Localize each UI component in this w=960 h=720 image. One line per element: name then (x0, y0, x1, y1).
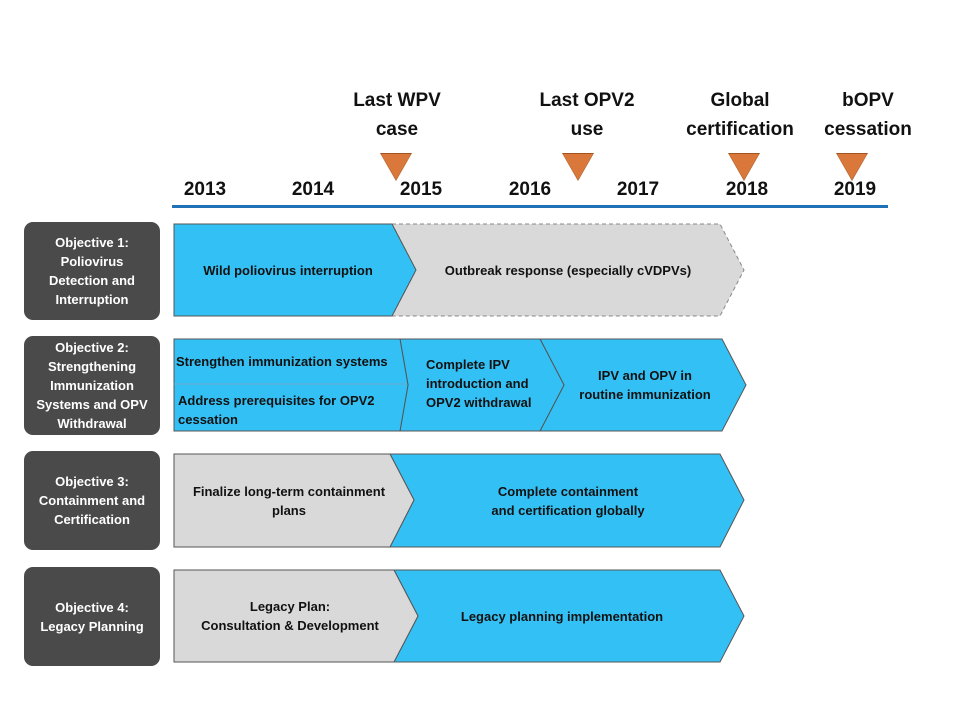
timeline-axis (172, 205, 888, 208)
obj1-outbreak-bar (391, 223, 745, 317)
year-label: 2019 (833, 179, 877, 200)
year-label: 2013 (183, 179, 227, 200)
objective-3-box: Objective 3: Containment and Certificati… (24, 451, 160, 550)
obj4-legacy-bar (173, 569, 419, 663)
milestone-last-wpv-case: Last WPV case (353, 90, 441, 140)
obj1-wild-polio-bar (173, 223, 417, 317)
obj1-outbreak-label: Outbreak response (especially cVDPVs) (444, 262, 692, 278)
obj4-legacy-label: Legacy Plan: Consultation & Development (201, 599, 379, 633)
year-label: 2014 (291, 179, 335, 200)
milestone-marker-icon (563, 154, 593, 180)
objective-1-box: Objective 1: Poliovirus Detection and In… (24, 222, 160, 320)
year-label: 2018 (725, 179, 769, 200)
obj3-finalize-bar (173, 453, 415, 548)
milestone-last-opv2-use: Last OPV2 use (539, 90, 635, 140)
obj2-strengthen-bar (173, 338, 409, 432)
obj2-ipv-label: Complete IPV introduction and OPV2 withd… (426, 357, 532, 410)
obj3-finalize-label: Finalize long-term containment plans (192, 483, 386, 518)
obj2-routine-label: IPV and OPV in routine immunization (579, 368, 711, 402)
obj2-prerequisites-label: Address prerequisites for OPV2 cessation (178, 393, 375, 427)
milestone-marker-icon (381, 154, 411, 180)
year-label: 2017 (616, 179, 660, 200)
milestone-marker-icon (837, 154, 867, 180)
obj3-complete-label: Complete containment and certification g… (491, 483, 645, 518)
year-label: 2016 (508, 179, 552, 200)
milestone-bopv-cessation: bOPV cessation (824, 90, 912, 140)
objective-2-box: Objective 2: Strengthening Immunization … (24, 336, 160, 435)
year-label: 2015 (399, 179, 443, 200)
milestone-global-certification: Global certification (686, 90, 794, 140)
obj4-implementation-label: Legacy planning implementation (460, 608, 664, 624)
obj2-strengthen-label: Strengthen immunization systems (176, 354, 388, 369)
objective-4-box: Objective 4: Legacy Planning (24, 567, 160, 666)
obj1-wild-polio-label: Wild poliovirus interruption (203, 262, 373, 278)
milestone-marker-icon (729, 154, 759, 180)
